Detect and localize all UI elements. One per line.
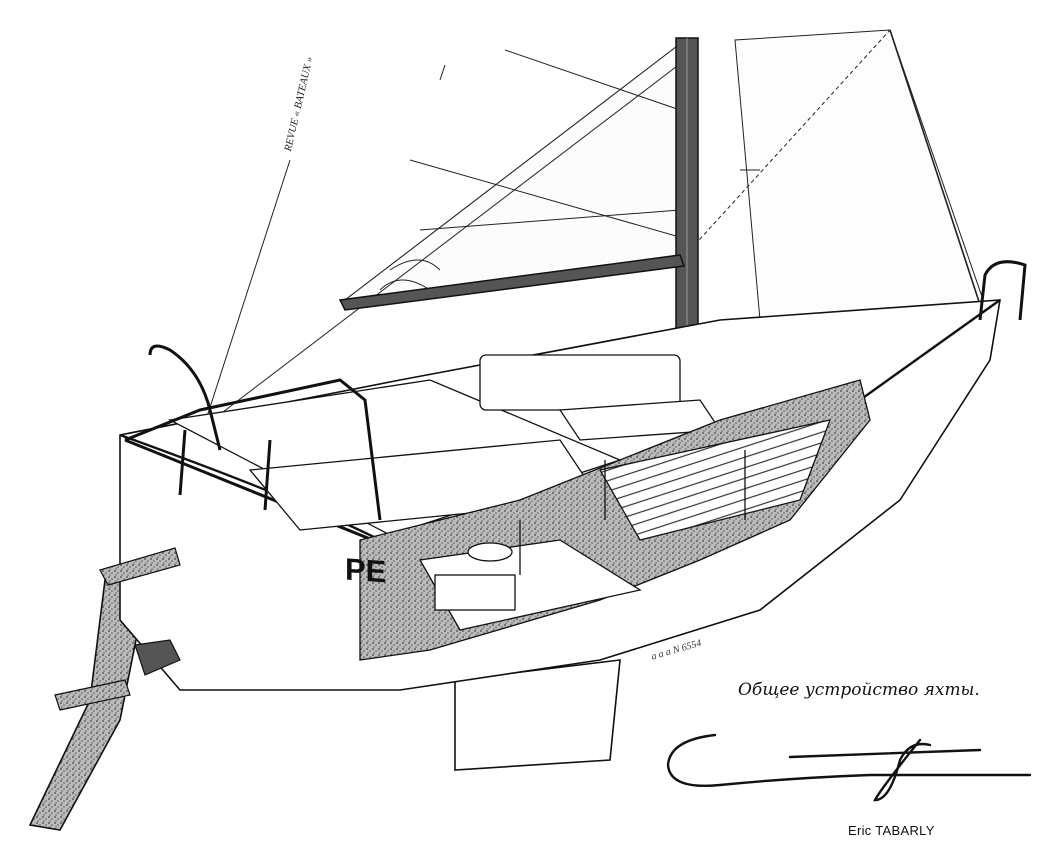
transom-boat-name: PE [345,551,387,590]
boom [338,254,686,311]
signature-flourish [666,733,1032,802]
pulpit-rails [124,260,1027,521]
sails [159,29,991,501]
mast [675,37,699,369]
figure-caption: Общее устройство яхты. [738,680,980,700]
transom-fittings [54,547,181,711]
signature-name: Eric TABARLY [848,823,935,838]
cabin-cutaway [359,379,871,661]
